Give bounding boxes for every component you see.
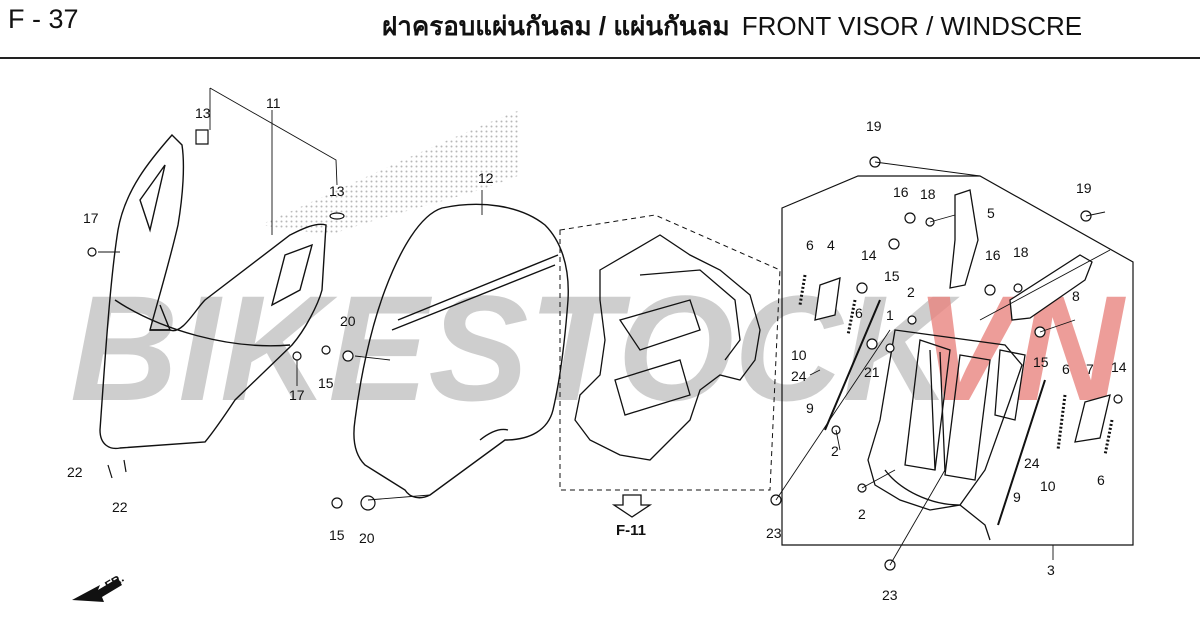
callout-5: 5	[987, 205, 995, 221]
callout-20: 20	[359, 530, 375, 546]
windscreen-part	[353, 203, 569, 499]
reference-arrow: F-11	[611, 494, 653, 539]
callout-12: 12	[478, 170, 494, 186]
callout-1: 1	[886, 307, 894, 323]
callout-19: 19	[1076, 180, 1092, 196]
callout-numbers: 11 12 13 13 17 17 15 20 22 22 15 20 19 1…	[67, 95, 1127, 603]
page-title: ฝาครอบแผ่นกันลม / แผ่นกันลม FRONT VISOR /…	[382, 6, 1082, 47]
callout-6: 6	[806, 237, 814, 253]
callout-15: 15	[318, 375, 334, 391]
title-english: FRONT VISOR / WINDSCRE	[741, 11, 1083, 41]
callout-15: 15	[329, 527, 345, 543]
frame-subassembly	[559, 214, 781, 491]
callout-20: 20	[340, 313, 356, 329]
callout-22: 22	[112, 499, 128, 515]
mechanism-assembly	[770, 156, 1134, 571]
direction-indicator: FR.	[72, 571, 126, 602]
header-rule	[0, 57, 1200, 59]
callout-9: 9	[1013, 489, 1021, 505]
callout-3: 3	[1047, 562, 1055, 578]
callout-16: 16	[985, 247, 1001, 263]
reference-label: F-11	[616, 522, 646, 539]
callout-17: 17	[83, 210, 99, 226]
page-header: F - 37 ฝาครอบแผ่นกันลม / แผ่นกันลม FRONT …	[0, 0, 1200, 59]
callout-17: 17	[289, 387, 305, 403]
callout-8: 8	[1072, 288, 1080, 304]
callout-24: 24	[1024, 455, 1040, 471]
callout-15: 15	[884, 268, 900, 284]
callout-19: 19	[866, 118, 882, 134]
callout-16: 16	[893, 184, 909, 200]
callout-2: 2	[831, 443, 839, 459]
callout-6: 6	[1062, 361, 1070, 377]
callout-9: 9	[806, 400, 814, 416]
callout-15: 15	[1033, 354, 1049, 370]
callout-22: 22	[67, 464, 83, 480]
callout-18: 18	[920, 186, 936, 202]
down-arrow-icon	[611, 494, 653, 518]
title-thai: ฝาครอบแผ่นกันลม / แผ่นกันลม	[382, 11, 730, 41]
parts-diagram: BIKESTOCK VN F-11	[67, 87, 1134, 603]
callout-23: 23	[882, 587, 898, 603]
callout-10: 10	[791, 347, 807, 363]
left-fasteners	[87, 129, 376, 511]
watermark-text: BIKESTOCK	[70, 264, 960, 432]
callout-7: 7	[1086, 361, 1094, 377]
callout-14: 14	[861, 247, 877, 263]
shading-area	[260, 110, 520, 235]
callout-11: 11	[266, 95, 281, 111]
callout-13: 13	[195, 105, 211, 121]
callout-13: 13	[329, 183, 345, 199]
front-visor-part	[99, 133, 327, 450]
callout-18: 18	[1013, 244, 1029, 260]
watermark: BIKESTOCK VN	[70, 264, 1126, 432]
callout-2: 2	[858, 506, 866, 522]
callout-10: 10	[1040, 478, 1056, 494]
callout-24: 24	[791, 368, 807, 384]
callout-2: 2	[907, 284, 915, 300]
callout-23: 23	[766, 525, 782, 541]
callout-14: 14	[1111, 359, 1127, 375]
left-leaders	[98, 87, 483, 501]
callout-4: 4	[827, 237, 835, 253]
callout-6: 6	[855, 305, 863, 321]
callout-6: 6	[1097, 472, 1105, 488]
page-code: F - 37	[8, 4, 79, 34]
callout-21: 21	[864, 364, 880, 380]
